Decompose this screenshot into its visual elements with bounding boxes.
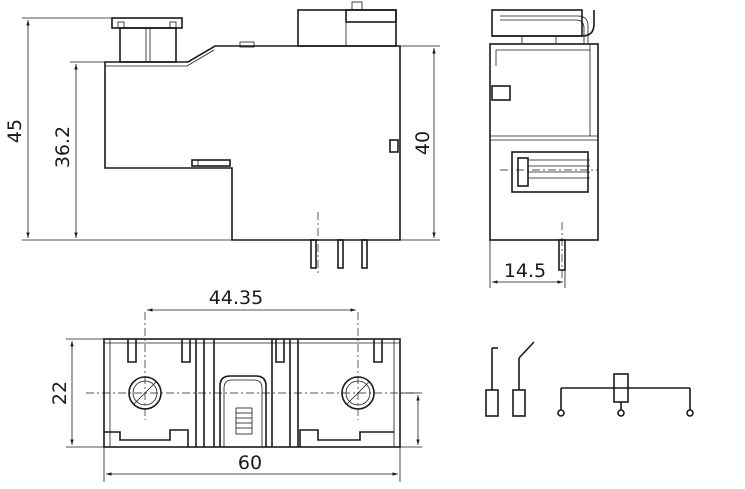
side-terminal bbox=[491, 9, 595, 45]
dim-height-total: 45 bbox=[4, 119, 26, 143]
dim-pin-spacing: 44.35 bbox=[209, 287, 263, 309]
bottom-dimensions: 44.35 22 60 bbox=[49, 287, 422, 482]
bottom-socket bbox=[219, 375, 267, 447]
front-terminal-left bbox=[111, 17, 183, 63]
side-dimensions: 14.5 bbox=[489, 240, 566, 288]
side-connector bbox=[500, 151, 598, 193]
front-inner-line bbox=[105, 49, 215, 67]
coil-schematic bbox=[557, 373, 694, 417]
front-dimensions: 45 36.2 40 bbox=[4, 17, 440, 241]
front-side-tab bbox=[389, 139, 399, 153]
dim-height-body: 36.2 bbox=[52, 126, 74, 168]
front-view bbox=[104, 1, 401, 275]
dim-depth: 14.5 bbox=[504, 260, 546, 282]
side-body-outline bbox=[489, 43, 599, 241]
front-body-outline bbox=[104, 45, 401, 241]
dim-width-base: 22 bbox=[49, 381, 71, 405]
bottom-view bbox=[86, 312, 418, 448]
front-slot bbox=[191, 159, 231, 167]
bottom-socket-vents bbox=[235, 407, 253, 435]
side-view bbox=[489, 9, 599, 278]
dim-height-side: 40 bbox=[412, 131, 434, 155]
dim-width-total: 60 bbox=[238, 452, 262, 474]
side-window bbox=[491, 85, 511, 101]
front-terminal-right bbox=[239, 1, 397, 48]
contact-schematic bbox=[485, 341, 535, 417]
front-pins bbox=[310, 212, 368, 275]
